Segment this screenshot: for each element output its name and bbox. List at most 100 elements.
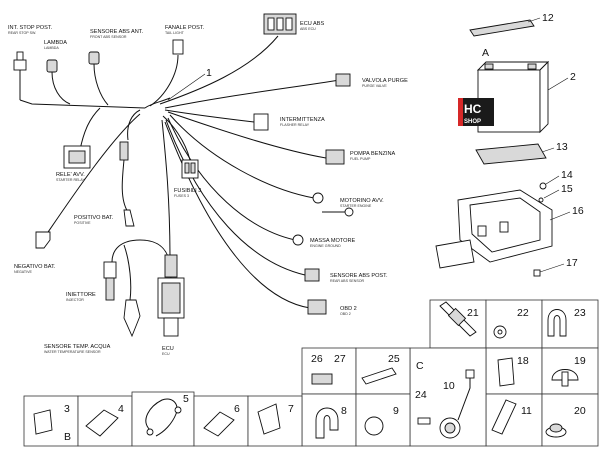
cable-tie-mount-icon <box>361 367 397 385</box>
svg-text:REAR ABS SENSOR: REAR ABS SENSOR <box>330 279 365 283</box>
callout-26: 26 <box>311 353 323 365</box>
abs-ecu-connector-icon <box>263 13 297 35</box>
cell-9 <box>355 393 411 447</box>
grommet-icon <box>491 399 517 435</box>
callout-21: 21 <box>467 307 479 319</box>
label-iniettore: INIETTORE <box>66 292 96 298</box>
callout-17: 17 <box>566 257 578 269</box>
callout-16: 16 <box>572 205 584 217</box>
clip-7-icon <box>257 403 281 435</box>
harness-labels: INT. STOP POST. REAR STOP SW. LAMBDA LAM… <box>8 21 408 356</box>
label-massa-motore: MASSA MOTORE <box>310 238 356 244</box>
flasher-relay-icon <box>253 113 269 131</box>
svg-text:FRONT ABS SENSOR: FRONT ABS SENSOR <box>90 35 127 39</box>
cover-icon <box>85 409 119 437</box>
lambda-connector-icon <box>46 59 58 73</box>
callout-11: 11 <box>521 405 532 417</box>
svg-text:SHOP: SHOP <box>464 119 481 125</box>
callout-14: 14 <box>561 169 573 181</box>
label-sensore-abs-post: SENSORE ABS POST. <box>330 273 388 279</box>
svg-text:INJECTOR: INJECTOR <box>66 298 84 302</box>
label-lambda: LAMBDA <box>44 40 67 46</box>
letter-a: A <box>482 47 489 59</box>
accessory-grid-right <box>301 299 599 447</box>
water-temp-sensor-icon <box>123 299 141 338</box>
callout-22: 22 <box>517 307 529 319</box>
callout-27: 27 <box>334 353 346 365</box>
svg-text:ECU: ECU <box>162 352 170 356</box>
accessory-grid-left <box>23 391 303 447</box>
cell-5 <box>131 391 195 447</box>
label-int-stop: INT. STOP POST. <box>8 25 53 31</box>
positive-terminal-icon <box>123 209 135 227</box>
svg-text:NEGATIVE: NEGATIVE <box>14 270 33 274</box>
ring-clip-icon <box>364 416 384 436</box>
negative-terminal-icon <box>35 231 51 249</box>
callout-3: 3 <box>64 403 70 415</box>
svg-text:STARTER ENGINE: STARTER ENGINE <box>340 204 372 208</box>
callout-23: 23 <box>574 307 586 319</box>
label-intermittenza: INTERMITTENZA <box>280 117 325 123</box>
label-ecu-abs: ECU ABS <box>300 21 325 27</box>
starter-terminal-icon <box>312 192 324 204</box>
label-ecu: ECU <box>162 346 174 352</box>
callout-19: 19 <box>574 355 586 367</box>
clip-17-icon <box>533 269 541 277</box>
label-negativo-bat: NEGATIVO BAT. <box>14 264 56 270</box>
battery-pad-icon <box>475 143 547 165</box>
tail-light-connector-icon <box>172 39 184 55</box>
label-sensore-abs-ant: SENSORE ABS ANT. <box>90 29 144 35</box>
rear-stop-switch-icon <box>13 59 27 71</box>
callout-6: 6 <box>234 403 240 415</box>
svg-text:ABS ECU: ABS ECU <box>300 27 316 31</box>
purge-valve-connector-icon <box>335 73 351 87</box>
callout-2: 2 <box>570 71 576 83</box>
svg-text:LAMBDA: LAMBDA <box>44 46 59 50</box>
starter-relay-icon <box>63 145 91 169</box>
letter-b: B <box>64 431 71 443</box>
label-sensore-temp: SENSORE TEMP. ACQUA <box>44 344 111 350</box>
ground-cable-icon <box>145 398 178 437</box>
svg-text:WATER TEMPERATURE SENSOR: WATER TEMPERATURE SENSOR <box>44 350 101 354</box>
svg-text:HC: HC <box>464 102 482 116</box>
callout-8: 8 <box>341 405 347 417</box>
callout-7: 7 <box>288 403 294 415</box>
fuse-icon <box>311 373 333 385</box>
cell-20 <box>541 393 599 447</box>
callout-18: 18 <box>517 355 529 367</box>
callout-4: 4 <box>118 403 124 415</box>
callout-20: 20 <box>574 405 586 417</box>
label-positivo-bat: POSITIVO BAT. <box>74 215 114 221</box>
callout-25: 25 <box>388 353 400 365</box>
callout-1: 1 <box>206 67 212 79</box>
washer-icon <box>493 325 507 339</box>
cover-6-icon <box>203 411 235 437</box>
label-rele-avv: RELE' AVV. <box>56 172 85 178</box>
svg-text:ENGINE GROUND: ENGINE GROUND <box>310 244 341 248</box>
clamp-icon <box>547 309 567 337</box>
callout-13: 13 <box>556 141 568 153</box>
label-pompa-benzina: POMPA BENZINA <box>350 151 396 157</box>
battery-holder-icon <box>435 189 553 269</box>
terminal-cover-icon <box>33 409 53 435</box>
cable-clip-icon <box>315 407 339 439</box>
battery-strap-icon <box>469 19 535 37</box>
svg-text:FUEL PUMP: FUEL PUMP <box>350 157 371 161</box>
engine-ground-terminal-icon <box>292 234 304 246</box>
harness-connectors <box>13 13 354 338</box>
svg-text:POSITIVE: POSITIVE <box>74 221 91 225</box>
svg-text:OBD 2: OBD 2 <box>340 312 351 316</box>
svg-text:FLASHER RELAY: FLASHER RELAY <box>280 123 310 127</box>
cell-18 <box>485 347 543 395</box>
svg-text:FUSES 3: FUSES 3 <box>174 194 189 198</box>
screw-icon <box>538 182 547 203</box>
rivet-icon <box>545 423 567 438</box>
bracket-icon <box>497 357 515 387</box>
label-fusibili: FUSIBILI 3 <box>174 188 201 194</box>
rear-abs-sensor-connector-icon <box>304 268 320 282</box>
ecu-connector-icon <box>157 254 185 337</box>
fuel-pump-connector-icon <box>325 149 345 165</box>
callout-9: 9 <box>393 405 399 417</box>
